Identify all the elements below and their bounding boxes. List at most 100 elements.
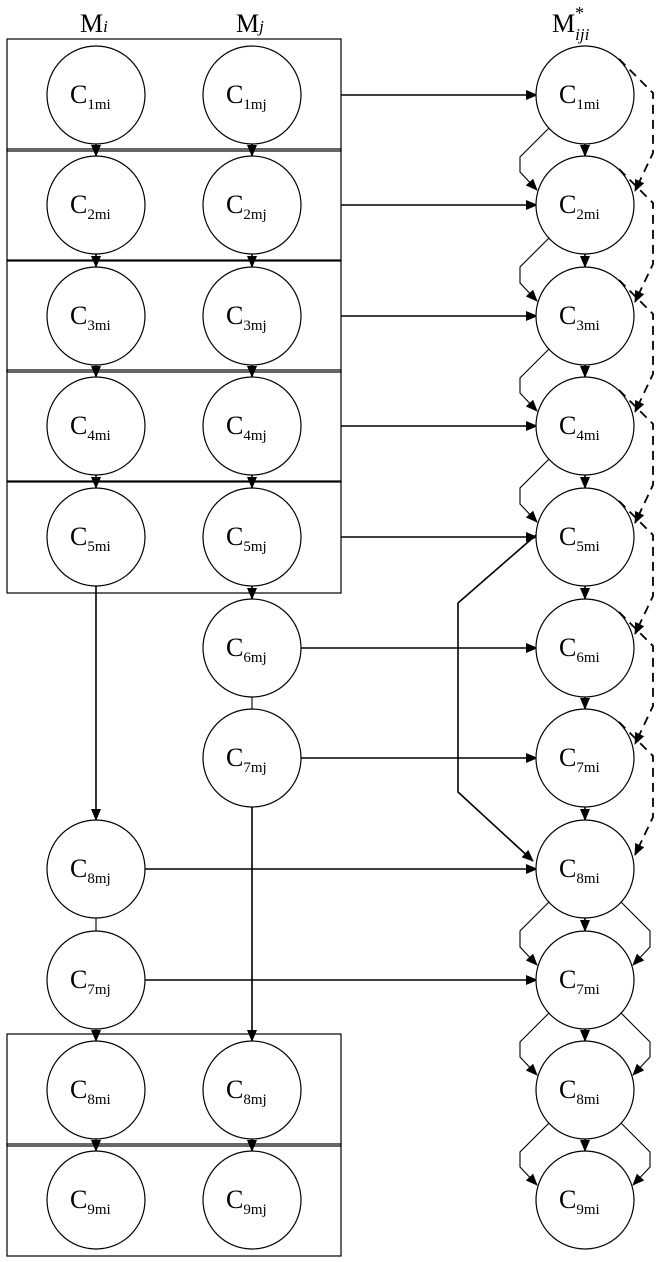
node-circle: [202, 45, 302, 145]
node-circle: [535, 487, 635, 587]
node-label-sub: 7mi: [576, 982, 599, 998]
left-bypass-arrow: [519, 348, 550, 412]
node-label: C7mj: [226, 743, 267, 776]
node-label-sub: 4mi: [87, 428, 110, 444]
node-label-main: C: [559, 80, 576, 109]
node-l1: C1mi: [46, 45, 146, 145]
node-label-main: C: [226, 743, 243, 772]
node-m6: C6mi: [535, 598, 635, 698]
node-label-sub: 4mj: [243, 428, 266, 444]
node-label-main: C: [226, 301, 243, 330]
node-circle: [535, 376, 635, 476]
node-label-main: C: [559, 1075, 576, 1104]
right-bypass-arrow: [620, 901, 651, 966]
node-m3: C3mi: [535, 266, 635, 366]
node-label-sub: 9mj: [243, 1202, 266, 1218]
right-dashed-arrow: [618, 721, 654, 856]
node-r11: C9mj: [202, 1150, 302, 1250]
node-circle: [46, 376, 146, 476]
node-label: C3mi: [70, 301, 111, 334]
header-mij-sub: iji: [575, 25, 589, 44]
node-label: C4mj: [226, 411, 267, 444]
header-mij: M* iji: [552, 3, 590, 44]
node-label: C9mi: [559, 1185, 600, 1218]
node-r2: C2mj: [202, 155, 302, 255]
node-label-main: C: [70, 80, 87, 109]
header-mi: Mi: [80, 9, 108, 38]
node-label: C9mi: [70, 1185, 111, 1218]
node-label: C2mi: [559, 190, 600, 223]
node-label-sub: 7mj: [243, 760, 266, 776]
node-circle: [202, 266, 302, 366]
node-circle: [46, 930, 146, 1030]
node-l5: C5mi: [46, 487, 146, 587]
node-circle: [202, 708, 302, 808]
left-bypass-arrow: [519, 458, 550, 523]
node-circle: [535, 708, 635, 808]
node-label-sub: 9mi: [576, 1202, 599, 1218]
node-circle: [46, 1040, 146, 1140]
node-circle: [46, 819, 146, 919]
node-label-main: C: [70, 190, 87, 219]
node-label-sub: 8mi: [576, 1092, 599, 1108]
node-label: C6mj: [226, 633, 267, 666]
header-mij-sup: *: [575, 3, 584, 23]
node-label-main: C: [226, 1075, 243, 1104]
node-circle: [535, 819, 635, 919]
group-box: [6, 1033, 342, 1147]
node-circle: [535, 1040, 635, 1140]
node-label-sub: 9mi: [87, 1202, 110, 1218]
node-circle: [202, 1040, 302, 1140]
node-l10: C8mi: [46, 1040, 146, 1140]
node-label: C5mi: [559, 522, 600, 555]
node-label-main: C: [559, 633, 576, 662]
node-label-sub: 6mi: [576, 650, 599, 666]
node-circle: [535, 1150, 635, 1250]
node-label-main: C: [70, 522, 87, 551]
node-label-sub: 1mi: [87, 97, 110, 113]
node-label-sub: 1mi: [576, 97, 599, 113]
node-m10: C8mi: [535, 1040, 635, 1140]
node-l8: C8mj: [46, 819, 146, 919]
node-circle: [535, 266, 635, 366]
node-label: C8mi: [559, 1075, 600, 1108]
node-r1: C1mj: [202, 45, 302, 145]
node-r6: C6mj: [202, 598, 302, 698]
left-bypass-arrow: [519, 1122, 550, 1186]
header-mj-main: M: [236, 9, 259, 38]
node-circle: [202, 487, 302, 587]
node-label-sub: 7mj: [87, 982, 110, 998]
right-dashed-arrow: [618, 389, 654, 524]
node-r4: C4mj: [202, 376, 302, 476]
node-circle: [46, 45, 146, 145]
node-m4: C4mi: [535, 376, 635, 476]
node-label-main: C: [559, 522, 576, 551]
node-label-main: C: [226, 80, 243, 109]
node-label-sub: 3mi: [87, 318, 110, 334]
node-r10: C8mj: [202, 1040, 302, 1140]
header-mij-main: M: [552, 9, 575, 38]
node-r3: C3mj: [202, 266, 302, 366]
node-label-main: C: [226, 190, 243, 219]
node-label-main: C: [559, 190, 576, 219]
node-m1: C1mi: [535, 45, 635, 145]
node-label: C8mj: [226, 1075, 267, 1108]
node-label: C7mi: [559, 743, 600, 776]
node-label-sub: 8mj: [87, 871, 110, 887]
node-label-main: C: [70, 411, 87, 440]
node-label-main: C: [559, 854, 576, 883]
node-label-sub: 5mi: [87, 539, 110, 555]
right-dashed-arrow: [618, 279, 654, 413]
node-r7: C7mj: [202, 708, 302, 808]
header-mi-main: M: [80, 9, 103, 38]
node-label-main: C: [226, 522, 243, 551]
node-label-sub: 7mi: [576, 760, 599, 776]
node-label-sub: 8mi: [87, 1092, 110, 1108]
node-label-main: C: [70, 854, 87, 883]
node-label-sub: 3mi: [576, 318, 599, 334]
node-label: C9mj: [226, 1185, 267, 1218]
node-circle: [46, 155, 146, 255]
node-label-sub: 8mj: [243, 1092, 266, 1108]
right-dashed-arrow: [618, 611, 654, 745]
